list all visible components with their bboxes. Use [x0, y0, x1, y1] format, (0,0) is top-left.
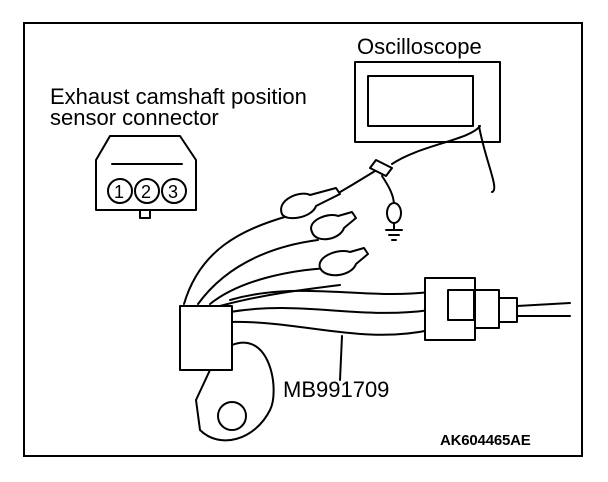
oscilloscope-label: Oscilloscope [357, 34, 482, 59]
connector-label-line2: sensor connector [50, 105, 219, 130]
connector-label-line1: Exhaust camshaft position [50, 84, 307, 109]
figure-frame [23, 22, 583, 457]
connector-pin-2: 2 [141, 182, 152, 202]
figure-code: AK604465AE [440, 432, 531, 449]
connector-pin-3: 3 [168, 182, 179, 202]
connector-pin-1: 1 [114, 182, 125, 202]
oscilloscope-device [354, 61, 501, 193]
harness-connector [424, 277, 518, 341]
sensor-connector [95, 135, 197, 219]
tool-label: MB991709 [283, 377, 390, 402]
camshaft-position-sensor [179, 305, 275, 442]
